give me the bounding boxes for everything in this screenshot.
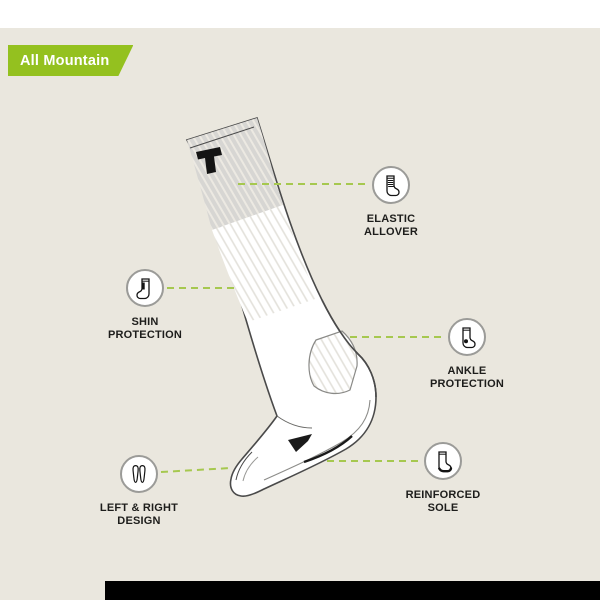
label-line: SHIN [131, 316, 159, 328]
category-banner: All Mountain [8, 45, 133, 76]
left-right-insoles-icon [120, 455, 158, 493]
callout-ankle: ANKLE PROTECTION [407, 318, 527, 391]
instep-seam [276, 415, 313, 429]
label-line: ANKLE [447, 365, 487, 377]
sock-shin-icon [126, 269, 164, 307]
foot-chevron-mark [288, 434, 312, 452]
foot-stripe [303, 435, 353, 464]
cuff-seam [189, 126, 255, 149]
label-line: PROTECTION [429, 378, 505, 390]
callout-elastic: ELASTIC ALLOVER [331, 166, 451, 239]
callout-label-ankle: ANKLE PROTECTION [430, 365, 504, 391]
sock-ankle-icon [448, 318, 486, 356]
label-line: LEFT & RIGHT [99, 502, 179, 514]
label-line: PROTECTION [107, 329, 183, 341]
toe-seam-inner [242, 456, 259, 482]
label-line: SOLE [427, 502, 459, 514]
sock-elastic-icon [372, 166, 410, 204]
label-line: ELASTIC [366, 213, 416, 225]
brand-logo-mark [196, 147, 222, 174]
callout-left-right: LEFT & RIGHT DESIGN [79, 455, 199, 528]
sock-back-edge [321, 299, 377, 398]
callout-sole: REINFORCED SOLE [383, 442, 503, 515]
callout-label-elastic: ELASTIC ALLOVER [364, 213, 418, 239]
sock-cuff-knit [187, 118, 283, 230]
sock-leg-knit [212, 205, 318, 322]
sole-band [263, 399, 371, 481]
callout-label-left-right: LEFT & RIGHT DESIGN [100, 502, 178, 528]
label-line: ALLOVER [364, 226, 418, 238]
reinforced-sole-icon [424, 442, 462, 480]
label-line: DESIGN [117, 515, 161, 527]
heel-protection-patch [308, 330, 358, 395]
callout-label-sole: REINFORCED SOLE [406, 489, 481, 515]
callout-shin: SHIN PROTECTION [85, 269, 205, 342]
footer-bar [105, 581, 600, 600]
toe-seam [235, 451, 253, 481]
callout-label-shin: SHIN PROTECTION [108, 316, 182, 342]
label-line: REINFORCED [405, 489, 481, 501]
category-title: All Mountain [20, 52, 110, 69]
